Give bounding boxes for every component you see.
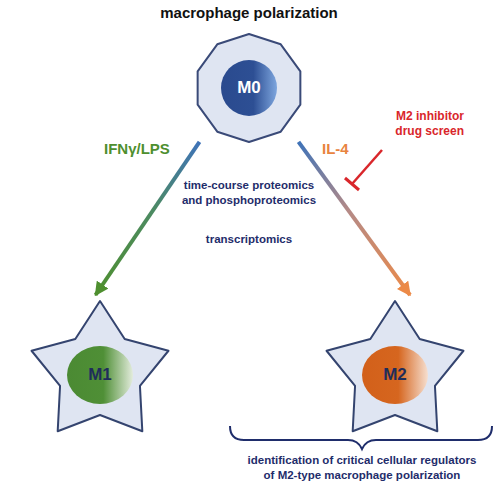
annotation-text: M2 inhibitor drug screen	[372, 109, 464, 139]
annotation-text: transcriptomics	[174, 232, 324, 247]
nucleus-label: M0	[194, 76, 304, 100]
nucleus-label: M1	[25, 363, 175, 387]
polarization-arrow	[96, 142, 200, 295]
cell-node: M1	[25, 295, 175, 445]
nucleus-label: M2	[320, 363, 470, 387]
grouping-bracket	[230, 426, 492, 449]
annotation-text: identification of critical cellular regu…	[244, 453, 480, 483]
cell-node: M2	[320, 295, 470, 445]
diagram-title: macrophage polarization	[0, 4, 498, 21]
annotation-text: time-course proteomics and phosphoproteo…	[174, 178, 324, 208]
cell-node: M0	[194, 33, 304, 143]
polarization-arrow	[299, 142, 411, 295]
inhibitor-stem	[352, 150, 382, 184]
stimulus-label: IL-4	[322, 140, 382, 157]
inhibitor-bar	[345, 178, 359, 190]
stimulus-label: IFNγ/LPS	[104, 140, 199, 157]
